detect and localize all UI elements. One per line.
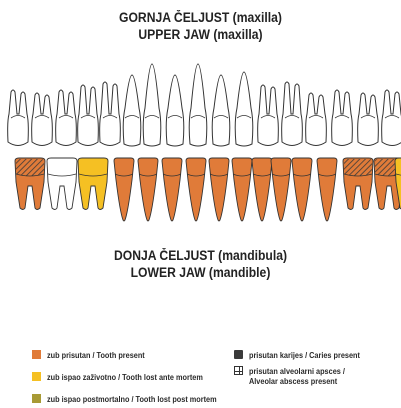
lower-jaw-title-english: LOWER JAW (mandible) [20, 264, 381, 281]
lower-tooth-present [252, 158, 272, 221]
upper-tooth [212, 75, 230, 146]
upper-tooth [332, 90, 353, 146]
lower-teeth-row [15, 158, 401, 221]
legend-abscess-present: prisutan alveolarni apsces / Alveolar ab… [234, 366, 361, 386]
upper-jaw-title: GORNJA ČELJUST (maxilla) UPPER JAW (maxi… [20, 9, 381, 43]
upper-tooth [32, 93, 53, 146]
upper-tooth [123, 75, 141, 146]
lower-tooth-present [317, 158, 337, 221]
legend-abscess-label: prisutan alveolarni apsces / Alveolar ab… [249, 366, 345, 386]
upper-tooth [100, 82, 121, 146]
lower-tooth-ante_mortem [78, 158, 108, 210]
upper-tooth [382, 90, 401, 146]
lower-jaw-title: DONJA ČELJUST (mandibula) LOWER JAW (man… [20, 247, 381, 281]
lower-tooth-present [138, 158, 158, 221]
lower-tooth-none [47, 158, 77, 210]
legend-lost-post-mortem: zub ispao postmortalno / Tooth lost post… [32, 394, 244, 404]
legend-caries-label: prisutan karijes / Caries present [249, 350, 360, 360]
lower-jaw-title-local: DONJA ČELJUST (mandibula) [20, 247, 381, 264]
upper-tooth [258, 85, 279, 146]
dental-chart [0, 60, 401, 228]
legend-present-swatch [32, 350, 41, 359]
legend-tooth-present: zub prisutan / Tooth present [32, 350, 161, 360]
upper-tooth [166, 75, 184, 146]
caries-mark [16, 159, 44, 176]
legend-abscess-line-2: Alveolar abscess present [249, 376, 337, 386]
upper-teeth-row [8, 64, 401, 146]
upper-tooth [56, 90, 77, 146]
upper-jaw-title-local: GORNJA ČELJUST (maxilla) [20, 9, 381, 26]
lower-tooth-present [343, 158, 373, 210]
lower-tooth-present [162, 158, 182, 221]
grid-square-icon [234, 366, 243, 375]
legend-caries-present: prisutan karijes / Caries present [234, 350, 378, 360]
filled-square-icon [234, 350, 243, 359]
lower-tooth-present [271, 158, 291, 221]
upper-tooth [8, 90, 29, 146]
upper-tooth [143, 64, 161, 146]
legend-ante-mortem-swatch [32, 372, 41, 381]
upper-tooth [189, 64, 207, 146]
legend-post-mortem-swatch [32, 394, 41, 403]
upper-tooth [282, 82, 303, 146]
lower-tooth-present [114, 158, 134, 221]
lower-tooth-present [186, 158, 206, 221]
upper-tooth [78, 85, 99, 146]
legend-present-label: zub prisutan / Tooth present [47, 350, 145, 360]
legend-ante-mortem-label: zub ispao zaživotno / Tooth lost ante mo… [47, 372, 203, 382]
lower-tooth-present [209, 158, 229, 221]
legend-lost-ante-mortem: zub ispao zaživotno / Tooth lost ante mo… [32, 372, 228, 382]
lower-tooth-present [232, 158, 252, 221]
caries-mark [344, 159, 372, 176]
legend-post-mortem-label: zub ispao postmortalno / Tooth lost post… [47, 394, 217, 404]
legend-abscess-line-1: prisutan alveolarni apsces / [249, 366, 345, 376]
upper-tooth [235, 72, 253, 146]
upper-tooth [358, 93, 379, 146]
lower-tooth-present [15, 158, 45, 210]
lower-tooth-present [292, 158, 312, 221]
upper-tooth [306, 93, 327, 146]
upper-jaw-title-english: UPPER JAW (maxilla) [20, 26, 381, 43]
